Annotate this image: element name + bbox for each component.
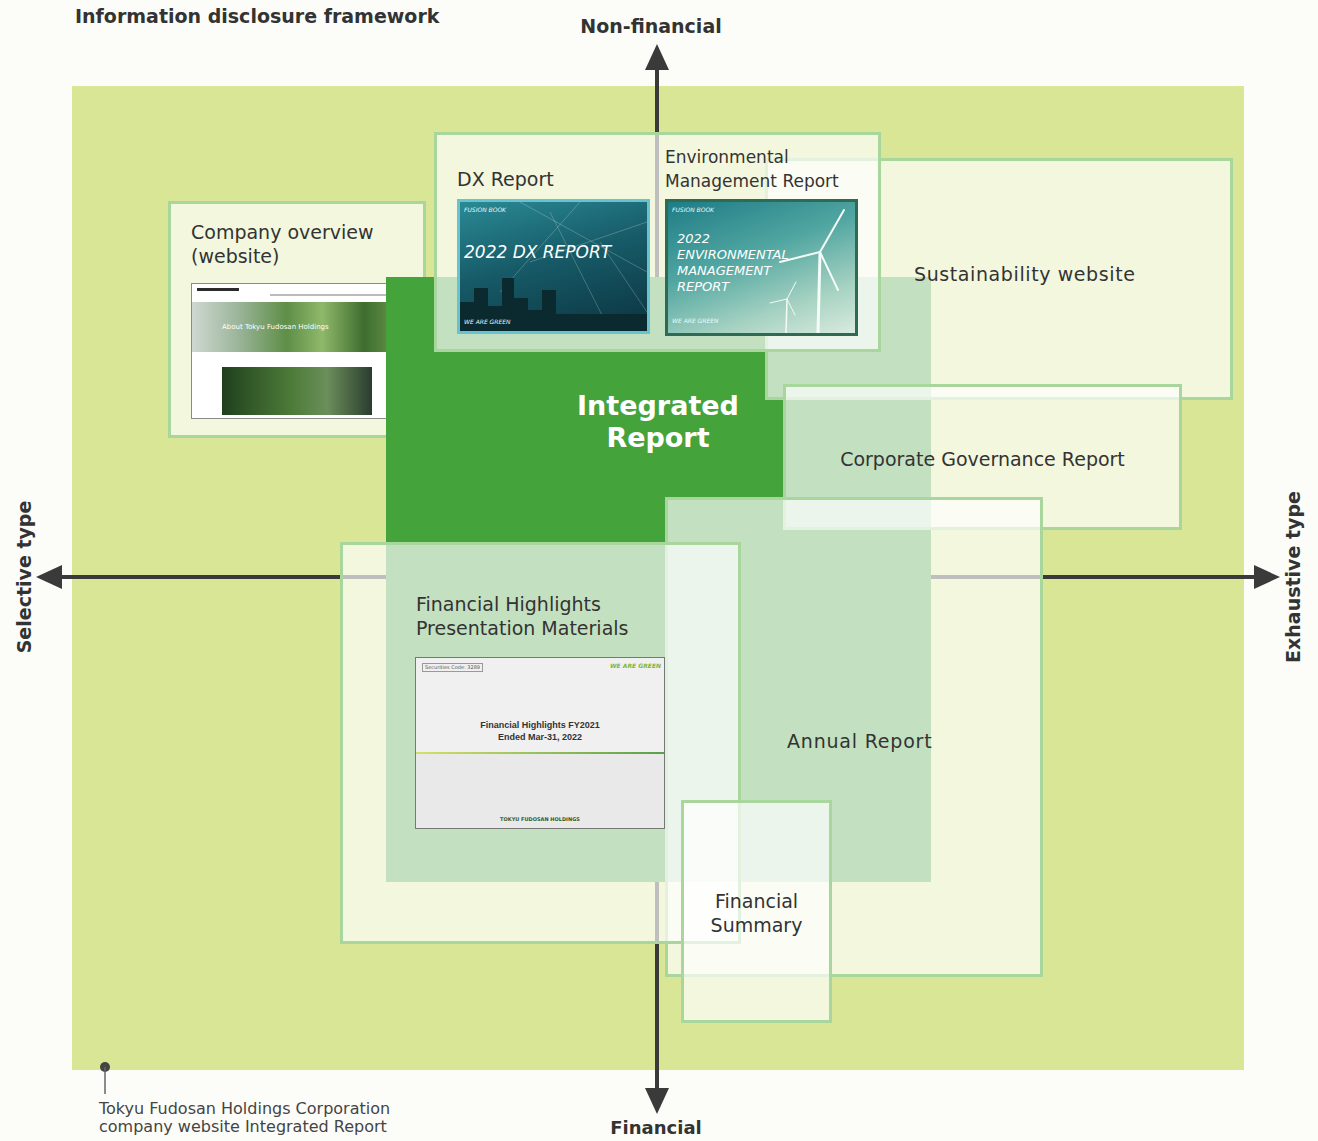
axis-label: Exhaustive type	[1282, 491, 1304, 663]
arrowhead	[645, 1088, 669, 1114]
arrowhead	[1254, 565, 1280, 589]
leader-line	[104, 1067, 106, 1094]
thumbnail-text: WE ARE GREEN	[610, 662, 658, 670]
box-heading: Corporate Governance Report	[786, 447, 1179, 471]
thumbnail-text: FUSION BOOK	[672, 206, 714, 214]
arrowhead	[645, 44, 669, 70]
thumbnail-text: FUSION BOOK	[464, 206, 506, 214]
thumbnail-text: About Tokyu Fudosan Holdings	[222, 323, 329, 332]
box-heading: Financial Highlights Presentation Materi…	[416, 592, 716, 640]
axis-label: Selective type	[13, 501, 35, 654]
report-item: Environmental Management ReportFUSION BO…	[660, 143, 878, 340]
thumbnail-text: WE ARE GREEN	[672, 317, 719, 325]
thumbnail-title: Financial Highlights FY2021 Ended Mar-31…	[472, 719, 608, 743]
box-heading: DX Report	[457, 167, 554, 191]
box-heading: Annual Report	[787, 729, 932, 753]
report-cover	[457, 199, 650, 334]
presentation-cover	[415, 657, 665, 829]
report-item: DX ReportFUSION BOOK 2022 DX REPORT WE ARE…	[446, 162, 658, 340]
website-thumbnail	[191, 283, 403, 419]
thumbnail-text: Securities Code: 3289	[422, 663, 483, 672]
cover-art	[460, 202, 647, 331]
thumbnail-text: WE ARE GREEN	[464, 318, 511, 326]
box-heading: Environmental Management Report	[665, 145, 877, 193]
report-box: Financial Summary	[681, 800, 832, 1023]
box-heading: Financial Summary	[684, 889, 829, 937]
logo-bar	[197, 288, 239, 291]
photo-panel	[222, 367, 372, 415]
arrowhead	[36, 565, 62, 589]
menu-bar	[270, 294, 396, 296]
diagram-title: Information disclosure framework	[75, 5, 439, 27]
axis-label: Non-financial	[580, 15, 721, 37]
box-heading: Sustainability website	[914, 262, 1136, 286]
caption-text: Tokyu Fudosan Holdings Corporation compa…	[99, 1100, 434, 1136]
thumbnail-title: 2022 DX REPORT	[464, 242, 611, 262]
framework-area: Tokyu Fudosan Holdings Corporation compa…	[72, 86, 1244, 1070]
axis-label: Financial	[610, 1117, 701, 1138]
thumbnail-text: TOKYU FUDOSAN HOLDINGS	[500, 816, 580, 823]
box-heading: Integrated Report	[553, 390, 763, 454]
box-heading: Company overview (website)	[191, 220, 419, 268]
thumbnail-title: 2022 ENVIRONMENTAL MANAGEMENT REPORT	[677, 231, 812, 295]
